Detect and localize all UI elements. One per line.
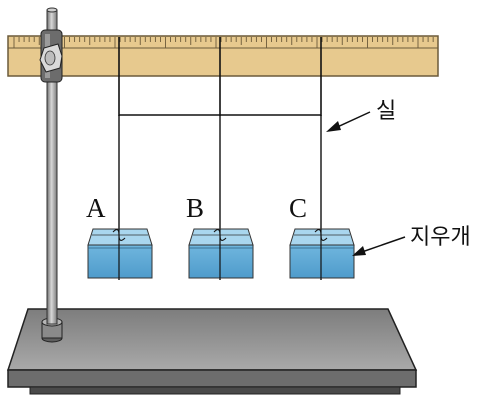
block-label-c: C <box>289 193 307 223</box>
block-label-b: B <box>186 193 204 223</box>
eraser-block-b <box>188 228 254 279</box>
stand-pole <box>46 7 58 325</box>
stand-base <box>6 308 418 395</box>
thread-label: 실 <box>376 99 396 124</box>
eraser-label: 지우개 <box>410 225 471 250</box>
block-label-a: A <box>86 193 106 223</box>
ruler <box>7 35 439 77</box>
eraser-block-c <box>289 228 355 279</box>
thread-pointer-arrow-icon <box>326 111 371 132</box>
eraser-block-a <box>87 228 153 279</box>
eraser-pointer-arrow-icon <box>352 236 406 256</box>
clamp-knob-icon <box>39 29 63 83</box>
